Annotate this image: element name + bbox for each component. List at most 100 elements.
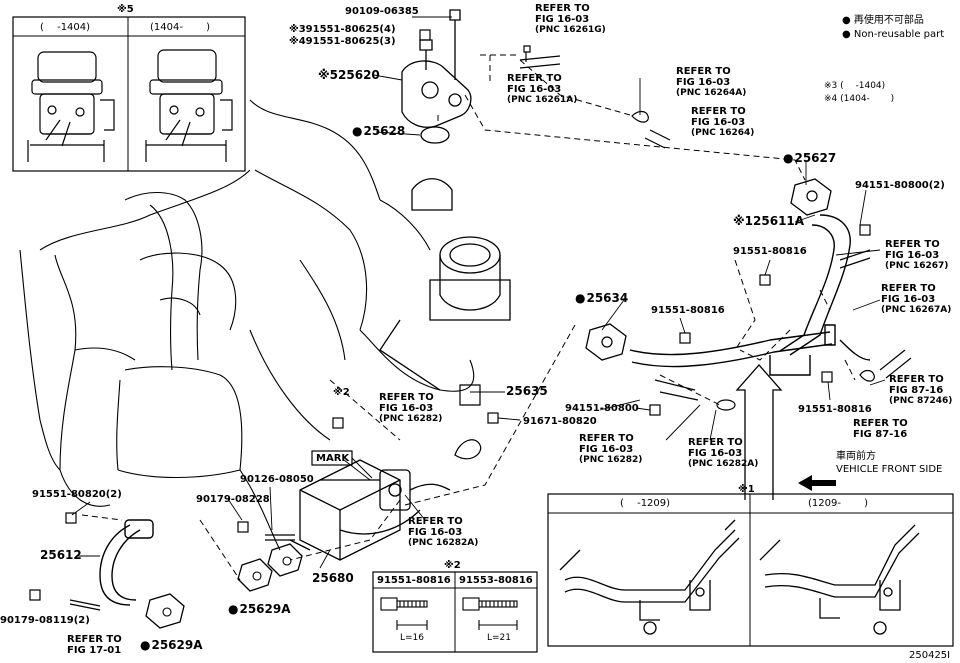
- refer-label: REFER TO: [853, 418, 908, 429]
- refer-pnc: (PNC 16282): [379, 414, 443, 424]
- part-25629a-2[interactable]: 25629A: [140, 639, 202, 651]
- part-25680[interactable]: 25680: [312, 571, 354, 585]
- legend-note3: ※3 ( -1404): [824, 81, 886, 91]
- figure-id: 250425I: [909, 650, 951, 661]
- legend-jp: 再使用不可部品: [853, 15, 924, 26]
- refer-label: REFER TO: [676, 66, 731, 77]
- egr-pipe-25611a-drawing: [629, 214, 871, 376]
- part-94151-80800[interactable]: 94151-80800: [565, 403, 639, 414]
- refer-fig: FIG 16-03: [688, 448, 743, 459]
- legend-note4: ※4 (1404- ): [824, 94, 895, 104]
- refer-to-16261a[interactable]: REFER TO FIG 16-03 (PNC 16261A): [507, 73, 577, 106]
- refer-pnc: (PNC 16282A): [408, 538, 479, 548]
- refer-label: REFER TO: [408, 516, 463, 527]
- inset5-left-range: ( -1404): [40, 22, 91, 33]
- refer-fig: FIG 16-03: [676, 77, 731, 88]
- part-25612[interactable]: 25612: [40, 548, 82, 562]
- refer-pnc: (PNC 16267): [885, 261, 949, 271]
- refer-pnc: (PNC 16282): [579, 455, 643, 465]
- refer-pnc: (PNC 16264): [691, 128, 755, 138]
- refer-fig: FIG 16-03: [408, 527, 463, 538]
- dashed-leaders: [81, 54, 856, 581]
- refer-to-16282-b[interactable]: REFER TO FIG 16-03 (PNC 16282): [579, 433, 642, 466]
- bolt-91553-80816[interactable]: 91553-80816: [459, 575, 533, 586]
- part-91671-80820[interactable]: 91671-80820: [523, 416, 597, 427]
- part-25635[interactable]: 25635: [506, 384, 548, 398]
- refer-to-16264a[interactable]: REFER TO FIG 16-03 (PNC 16264A): [676, 66, 746, 99]
- refer-to-fig-17-01[interactable]: REFER TO FIG 17-01: [67, 634, 122, 656]
- refer-fig: FIG 16-03: [379, 403, 434, 414]
- refer-pnc: (PNC 16267A): [881, 305, 952, 315]
- gasket-25634-drawing: [585, 323, 627, 361]
- part-91551-80816-b[interactable]: 91551-80816: [651, 305, 725, 316]
- bolt-91551-80816[interactable]: 91551-80816: [377, 575, 451, 586]
- gasket-25629a-drawing-1: [237, 558, 273, 592]
- refer-fig: FIG 87-16: [889, 385, 944, 396]
- inset-egr-valve-variants: [12, 16, 246, 172]
- mark-label: MARK: [316, 453, 350, 464]
- vehicle-front-jp: 車両前方: [836, 451, 876, 462]
- legend-en: Non-reusable part: [853, 29, 945, 40]
- part-91551-80816-c[interactable]: 91551-80816: [798, 404, 872, 415]
- inset5-mark: ※5: [117, 4, 134, 15]
- engine-block-sketch: [19, 99, 475, 551]
- refer-label: REFER TO: [889, 374, 944, 385]
- part-25629a-1[interactable]: 25629A: [228, 603, 290, 615]
- refer-pnc: (PNC 16261G): [535, 25, 606, 35]
- part-25634[interactable]: 25634: [575, 292, 628, 304]
- refer-to-16282a-b[interactable]: REFER TO FIG 16-03 (PNC 16282A): [688, 437, 758, 470]
- refer-fig: FIG 16-03: [579, 444, 634, 455]
- refer-pnc: (PNC 16264A): [676, 88, 747, 98]
- refer-fig: FIG 16-03: [507, 84, 562, 95]
- part-25620[interactable]: ※525620: [318, 68, 380, 82]
- part-491551-80625[interactable]: ※491551-80625(3): [289, 36, 396, 47]
- part-94151-80800-2[interactable]: 94151-80800(2): [855, 180, 945, 191]
- refer-label: REFER TO: [379, 392, 434, 403]
- refer-to-16282-a[interactable]: REFER TO FIG 16-03 (PNC 16282): [379, 392, 442, 425]
- refer-fig: FIG 16-03: [691, 117, 746, 128]
- vehicle-front-en: VEHICLE FRONT SIDE: [836, 464, 943, 475]
- part-25611a[interactable]: ※125611A: [733, 214, 805, 228]
- refer-to-16267[interactable]: REFER TO FIG 16-03 (PNC 16267): [885, 239, 948, 272]
- refer-label: REFER TO: [535, 3, 590, 14]
- refer-label: REFER TO: [691, 106, 746, 117]
- upward-arrow: [735, 364, 783, 500]
- inset5-right-range: (1404- ): [150, 22, 211, 33]
- refer-fig: FIG 16-03: [535, 14, 590, 25]
- note2-mark: ※2: [333, 387, 350, 398]
- gasket-25629a-drawing-2: [145, 593, 185, 629]
- refer-label: REFER TO: [507, 73, 562, 84]
- egr-valve-drawing: [401, 9, 472, 128]
- part-90109-06385[interactable]: 90109-06385: [345, 6, 419, 17]
- part-25628[interactable]: 25628: [352, 125, 405, 137]
- inset1-mark: ※1: [738, 484, 755, 495]
- refer-to-16261g[interactable]: REFER TO FIG 16-03 (PNC 16261G): [535, 3, 606, 36]
- refer-label: REFER TO: [688, 437, 743, 448]
- refer-pnc: (PNC 16282A): [688, 459, 759, 469]
- part-91551-80816-a[interactable]: 91551-80816: [733, 246, 807, 257]
- refer-fig: FIG 16-03: [881, 294, 936, 305]
- refer-to-87246[interactable]: REFER TO FIG 87-16 (PNC 87246): [889, 374, 952, 407]
- gasket-25629a-drawing-3: [267, 543, 303, 577]
- inset-bolt-table: [372, 571, 538, 653]
- part-25627[interactable]: 25627: [783, 152, 836, 164]
- part-90126-08050[interactable]: 90126-08050: [240, 474, 314, 485]
- refer-label: REFER TO: [885, 239, 940, 250]
- part-391551-80625[interactable]: ※391551-80625(4): [289, 24, 396, 35]
- throttle-body-sketch: [379, 178, 511, 391]
- part-90179-08119-2[interactable]: 90179-08119(2): [0, 615, 90, 626]
- refer-to-fig-87-16[interactable]: REFER TO FIG 87-16: [853, 418, 908, 440]
- part-90179-08228[interactable]: 90179-08228: [196, 494, 270, 505]
- refer-to-16267a[interactable]: REFER TO FIG 16-03 (PNC 16267A): [881, 283, 951, 316]
- refer-to-16264[interactable]: REFER TO FIG 16-03 (PNC 16264): [691, 106, 754, 139]
- part-91551-80820-2[interactable]: 91551-80820(2): [32, 489, 122, 500]
- refer-to-16282a-a[interactable]: REFER TO FIG 16-03 (PNC 16282A): [408, 516, 478, 549]
- inset-pipe-variants: [547, 493, 954, 647]
- leader-lines: [71, 16, 886, 569]
- inset1-left-range: ( -1209): [620, 498, 671, 509]
- refer-fig: FIG 17-01: [67, 645, 122, 656]
- refer-label: REFER TO: [579, 433, 634, 444]
- refer-fig: FIG 16-03: [885, 250, 940, 261]
- egr-cooler-25680-drawing: [289, 459, 451, 561]
- inset2-mark: ※2: [444, 560, 461, 571]
